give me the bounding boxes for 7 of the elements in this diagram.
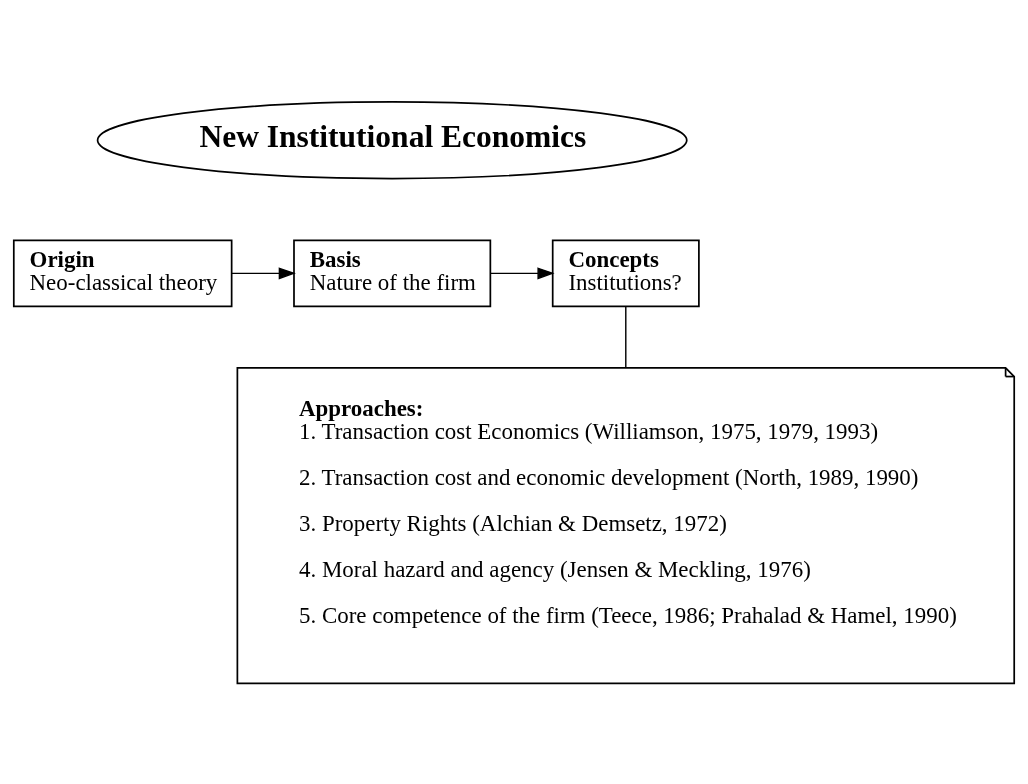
node-box: Origin Neo-classical theory [12, 239, 233, 307]
node-ellipse: New Institutional Economics [96, 100, 688, 179]
connector [625, 305, 627, 368]
node-box: Basis Nature of the firm [293, 239, 492, 307]
arrow [490, 266, 555, 279]
node-box: Concepts Institutions? [551, 239, 700, 307]
arrow [230, 266, 296, 279]
